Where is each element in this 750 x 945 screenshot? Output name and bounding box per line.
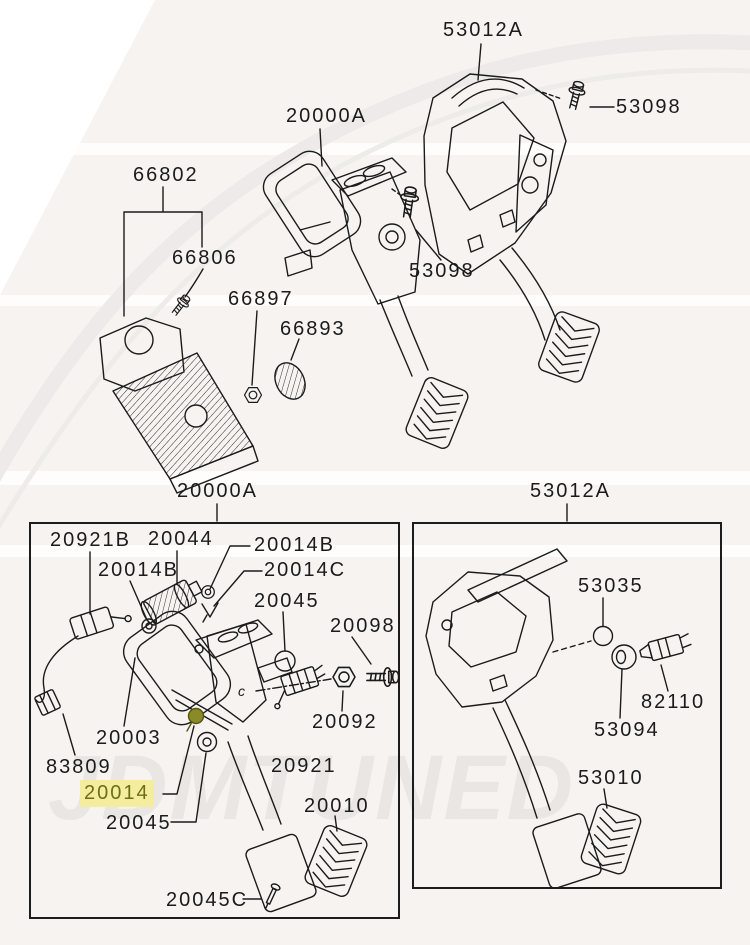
- part-label-20044: 20044: [148, 528, 214, 550]
- part-label-20098: 20098: [330, 615, 396, 637]
- part-label-53035: 53035: [578, 575, 644, 597]
- part-label-66897: 66897: [228, 288, 294, 310]
- part-label-83809: 83809: [46, 756, 112, 778]
- part-label-20921: 20921: [271, 755, 337, 777]
- part-label-53012A-top: 53012A: [443, 19, 524, 41]
- part-label-53010: 53010: [578, 767, 644, 789]
- marker-c: c: [238, 683, 245, 699]
- part-label-82110: 82110: [641, 691, 706, 713]
- part-label-66893: 66893: [280, 318, 346, 340]
- part-label-20092: 20092: [312, 711, 378, 733]
- part-label-20045-lower: 20045: [106, 812, 172, 834]
- background-band: [0, 545, 750, 557]
- part-label-20921B: 20921B: [50, 529, 131, 551]
- part-label-20010: 20010: [304, 795, 370, 817]
- part-label-53098-right: 53098: [616, 96, 682, 118]
- part-label-20014-highlighted: 20014: [80, 780, 154, 807]
- right-panel-box: [412, 522, 722, 889]
- part-label-66802: 66802: [133, 164, 199, 186]
- left-panel-box: [29, 522, 400, 919]
- part-label-20014C: 20014C: [264, 559, 347, 581]
- part-label-20014B-left: 20014B: [98, 559, 179, 581]
- part-label-53098-mid: 53098: [409, 260, 475, 282]
- part-label-20045C: 20045C: [166, 889, 249, 911]
- part-label-20014B-right: 20014B: [254, 534, 335, 556]
- background-band: [0, 295, 750, 306]
- part-label-20045-upper: 20045: [254, 590, 320, 612]
- part-label-53094: 53094: [594, 719, 660, 741]
- background-band: [0, 471, 750, 485]
- left-panel-header: 20000A: [177, 480, 258, 502]
- right-panel-header: 53012A: [530, 480, 611, 502]
- part-label-20000A-top: 20000A: [286, 105, 367, 127]
- part-label-66806: 66806: [172, 247, 238, 269]
- part-label-20003: 20003: [96, 727, 162, 749]
